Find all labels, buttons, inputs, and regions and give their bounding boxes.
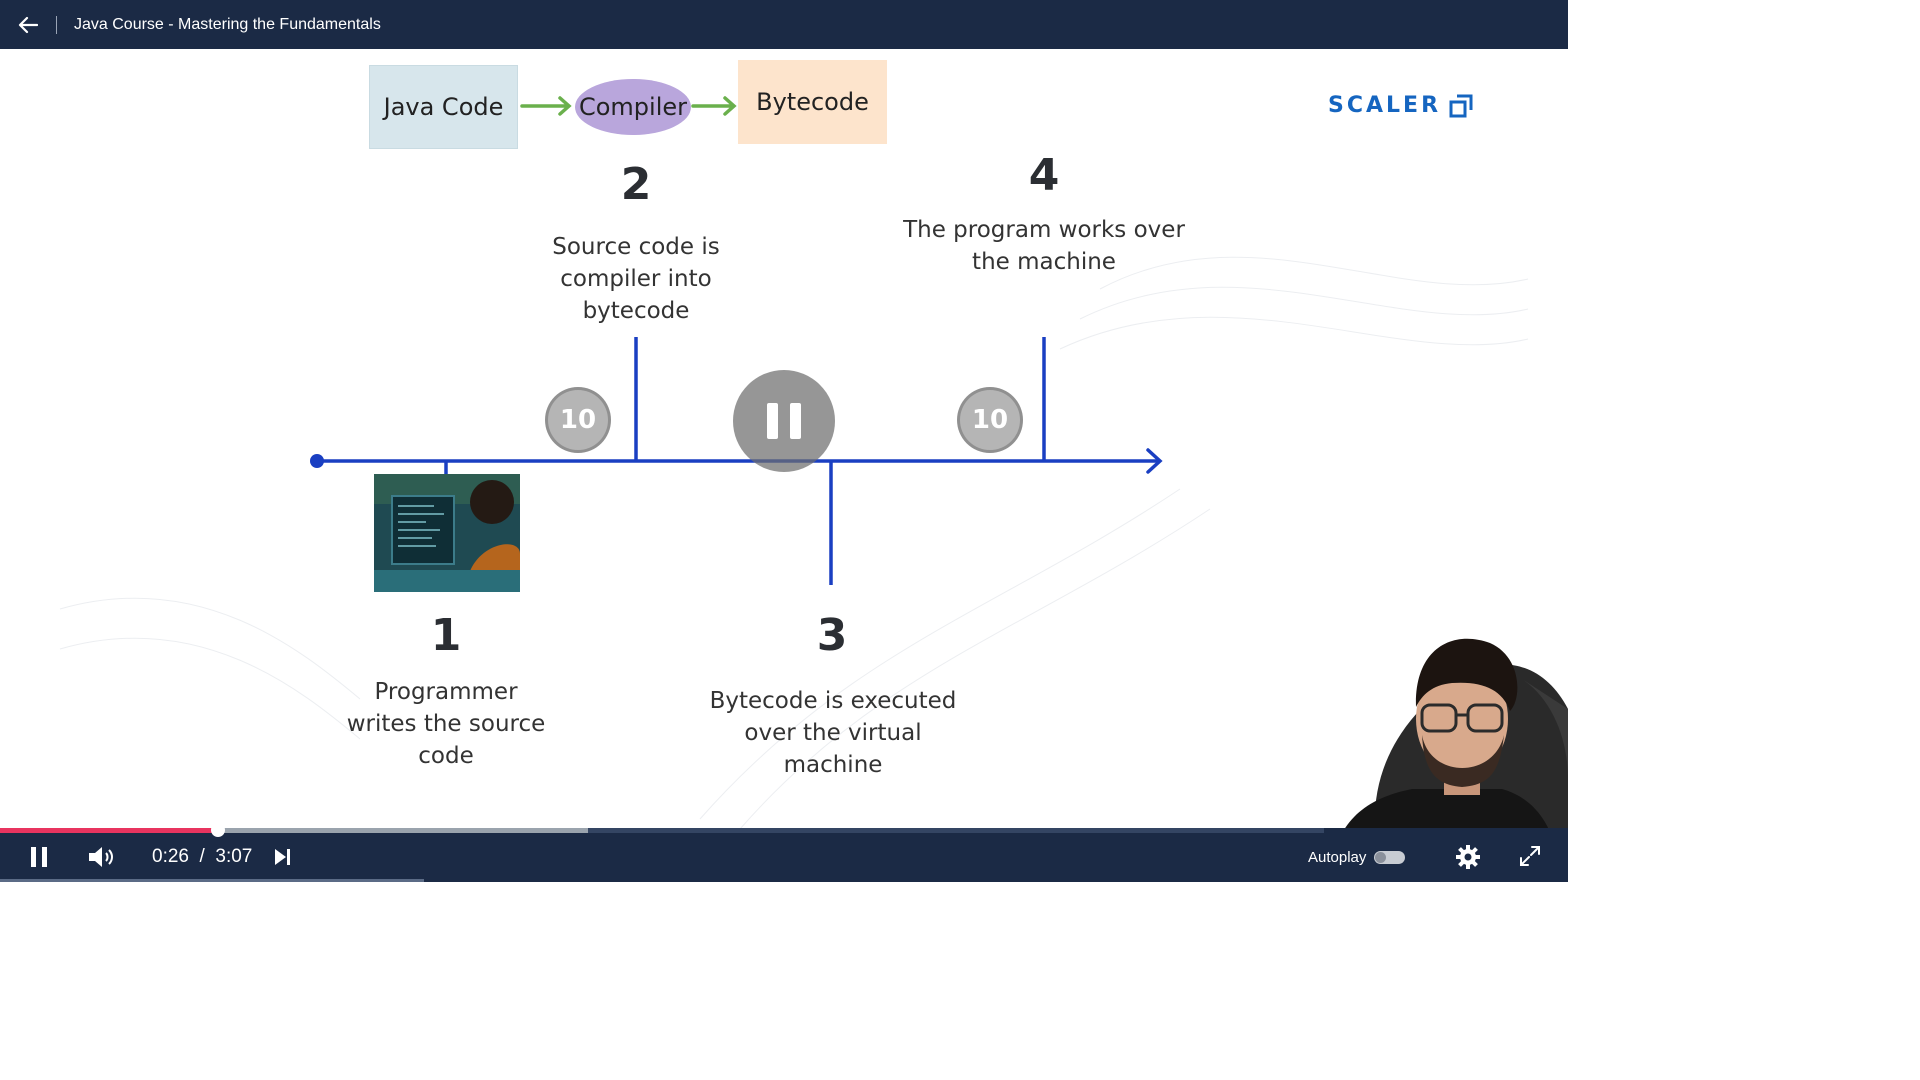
forward-label: 10 bbox=[971, 405, 1009, 435]
autoplay-label: Autoplay bbox=[1308, 849, 1367, 866]
step-4-text: The program works over the machine bbox=[903, 217, 1185, 275]
programmer-photo bbox=[374, 474, 520, 592]
player-controls: 0:26 / 3:07 Autoplay bbox=[0, 823, 1568, 882]
rewind-label: 10 bbox=[559, 405, 597, 435]
toggle-knob bbox=[1375, 852, 1386, 863]
progress-buffered[interactable] bbox=[0, 828, 588, 833]
video-frame[interactable]: Java Code Compiler Bytecode SCALER 2 Sou… bbox=[0, 49, 1568, 882]
progress-handle[interactable] bbox=[210, 823, 225, 837]
volume-button[interactable] bbox=[84, 842, 118, 872]
duration: 3:07 bbox=[215, 846, 253, 867]
scaler-logo-icon bbox=[1449, 94, 1473, 117]
rewind-10-icon[interactable]: 10 bbox=[545, 387, 611, 453]
slide-graphics bbox=[59, 96, 1529, 830]
step-3-text: Bytecode is executed over the virtual ma… bbox=[709, 688, 957, 778]
scaler-logo: SCALER bbox=[1328, 93, 1473, 118]
skip-next-icon bbox=[275, 849, 290, 865]
fullscreen-button[interactable] bbox=[1516, 842, 1544, 870]
course-title: Java Course - Mastering the Fundamentals bbox=[74, 15, 381, 33]
compiler-ellipse: Compiler bbox=[575, 79, 691, 135]
autoplay-toggle[interactable] bbox=[1374, 851, 1405, 864]
bytecode-box: Bytecode bbox=[738, 60, 887, 144]
top-bar: Java Course - Mastering the Fundamentals bbox=[0, 0, 1568, 49]
step-2-number: 2 bbox=[620, 159, 652, 210]
settings-button[interactable] bbox=[1453, 842, 1483, 872]
time-separator: / bbox=[199, 846, 205, 867]
step-2-text: Source code is compiler into bytecode bbox=[552, 234, 720, 324]
step-4-number: 4 bbox=[1028, 150, 1060, 201]
center-pause-button[interactable] bbox=[733, 370, 835, 472]
title-divider bbox=[56, 15, 57, 34]
gear-icon bbox=[1456, 845, 1480, 869]
volume-icon bbox=[89, 847, 113, 867]
arrow-left-icon bbox=[18, 16, 38, 33]
pause-icon bbox=[31, 847, 47, 867]
forward-10-icon[interactable]: 10 bbox=[957, 387, 1023, 453]
next-button[interactable] bbox=[270, 844, 294, 870]
progress-played bbox=[0, 828, 218, 833]
current-time: 0:26 bbox=[152, 846, 189, 867]
step-1-number: 1 bbox=[430, 610, 462, 661]
step-3-number: 3 bbox=[816, 610, 848, 661]
expand-icon bbox=[1520, 846, 1540, 866]
bottom-strip bbox=[0, 879, 424, 882]
pause-icon-bar-left bbox=[767, 403, 778, 439]
back-button[interactable] bbox=[0, 0, 56, 49]
progress-remaining[interactable] bbox=[588, 828, 1324, 833]
time-display: 0:26 / 3:07 bbox=[152, 846, 252, 868]
pause-button[interactable] bbox=[24, 843, 54, 871]
logo-text: SCALER bbox=[1328, 93, 1442, 118]
step-1-text: Programmer writes the source code bbox=[346, 679, 546, 769]
java-code-box: Java Code bbox=[369, 65, 518, 149]
pause-icon-bar-right bbox=[790, 403, 801, 439]
